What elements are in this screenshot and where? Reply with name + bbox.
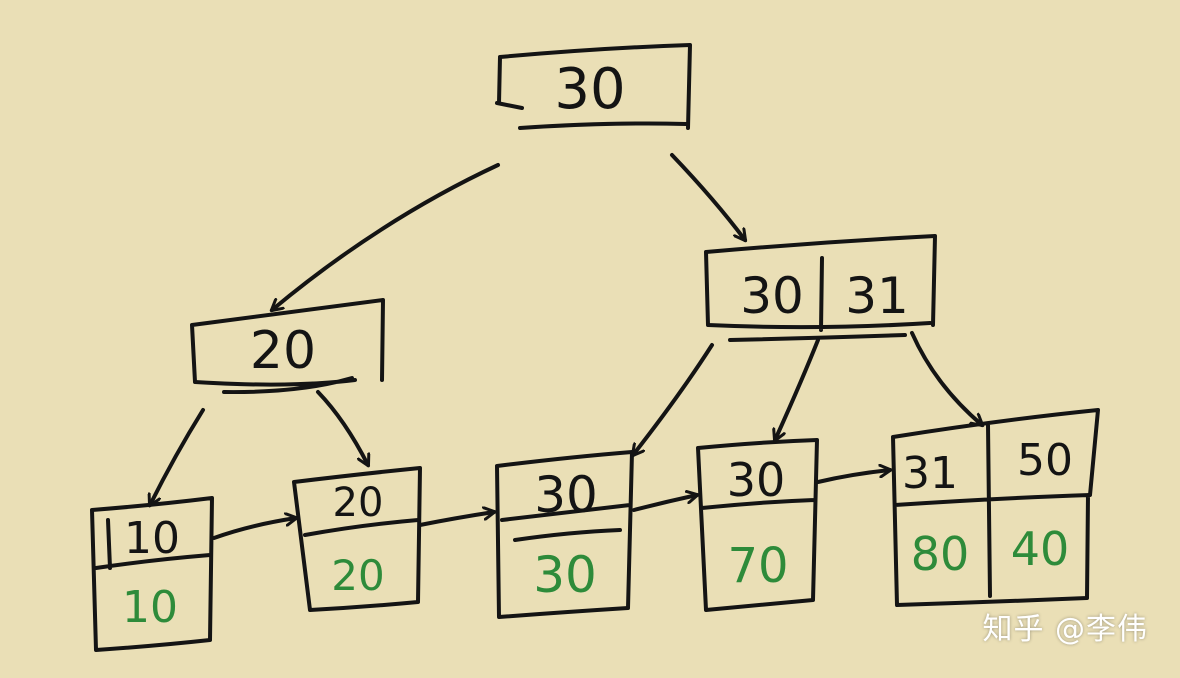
zhihu-watermark: 知乎 @李伟 bbox=[982, 612, 1148, 647]
leaf-value: 20 bbox=[331, 551, 384, 600]
leaf-value: 10 bbox=[122, 582, 178, 633]
internal-node-right: 30 31 bbox=[704, 234, 937, 342]
leaf-key: 30 bbox=[534, 466, 598, 524]
leaf-value: 70 bbox=[727, 538, 788, 594]
leaf-link-3-4 bbox=[632, 495, 697, 512]
root-key-0: 30 bbox=[554, 57, 625, 122]
internal-left-key-0: 20 bbox=[250, 321, 316, 381]
leaf-node: 20 20 bbox=[292, 466, 422, 612]
leaf-key: 10 bbox=[124, 513, 180, 564]
root-node: 30 bbox=[495, 43, 692, 130]
leaf-links bbox=[212, 470, 890, 540]
leaf-node: 31 50 80 40 bbox=[891, 408, 1100, 607]
leaf-value: 80 bbox=[911, 527, 970, 581]
edge-left-to-leaf-2 bbox=[316, 390, 368, 465]
leaf-key: 20 bbox=[333, 480, 384, 526]
leaf-key: 30 bbox=[727, 453, 786, 507]
edge-right-to-leaf-3 bbox=[633, 343, 714, 455]
leaf-node: 30 30 bbox=[495, 450, 634, 619]
leaf-link-4-5 bbox=[816, 470, 890, 484]
leaf-link-2-3 bbox=[418, 512, 494, 527]
edge-root-to-right bbox=[670, 153, 745, 240]
leaf-value: 30 bbox=[533, 546, 597, 604]
leaf-key: 50 bbox=[1017, 435, 1073, 486]
edge-root-to-left bbox=[272, 163, 500, 310]
edge-right-to-leaf-5 bbox=[910, 331, 982, 425]
internal-node-left: 20 bbox=[190, 298, 385, 395]
edge-left-to-leaf-1 bbox=[150, 408, 205, 505]
leaf-key: 31 bbox=[902, 448, 958, 499]
leaf-link-1-2 bbox=[212, 518, 296, 540]
leaf-node: 10 10 bbox=[90, 496, 214, 652]
edge-right-to-leaf-4 bbox=[775, 338, 820, 440]
internal-right-key-1: 31 bbox=[845, 267, 909, 325]
internal-right-key-0: 30 bbox=[740, 267, 804, 325]
leaf-value: 40 bbox=[1011, 522, 1070, 576]
leaf-node: 30 70 bbox=[696, 438, 819, 612]
tree-edges bbox=[150, 153, 982, 505]
